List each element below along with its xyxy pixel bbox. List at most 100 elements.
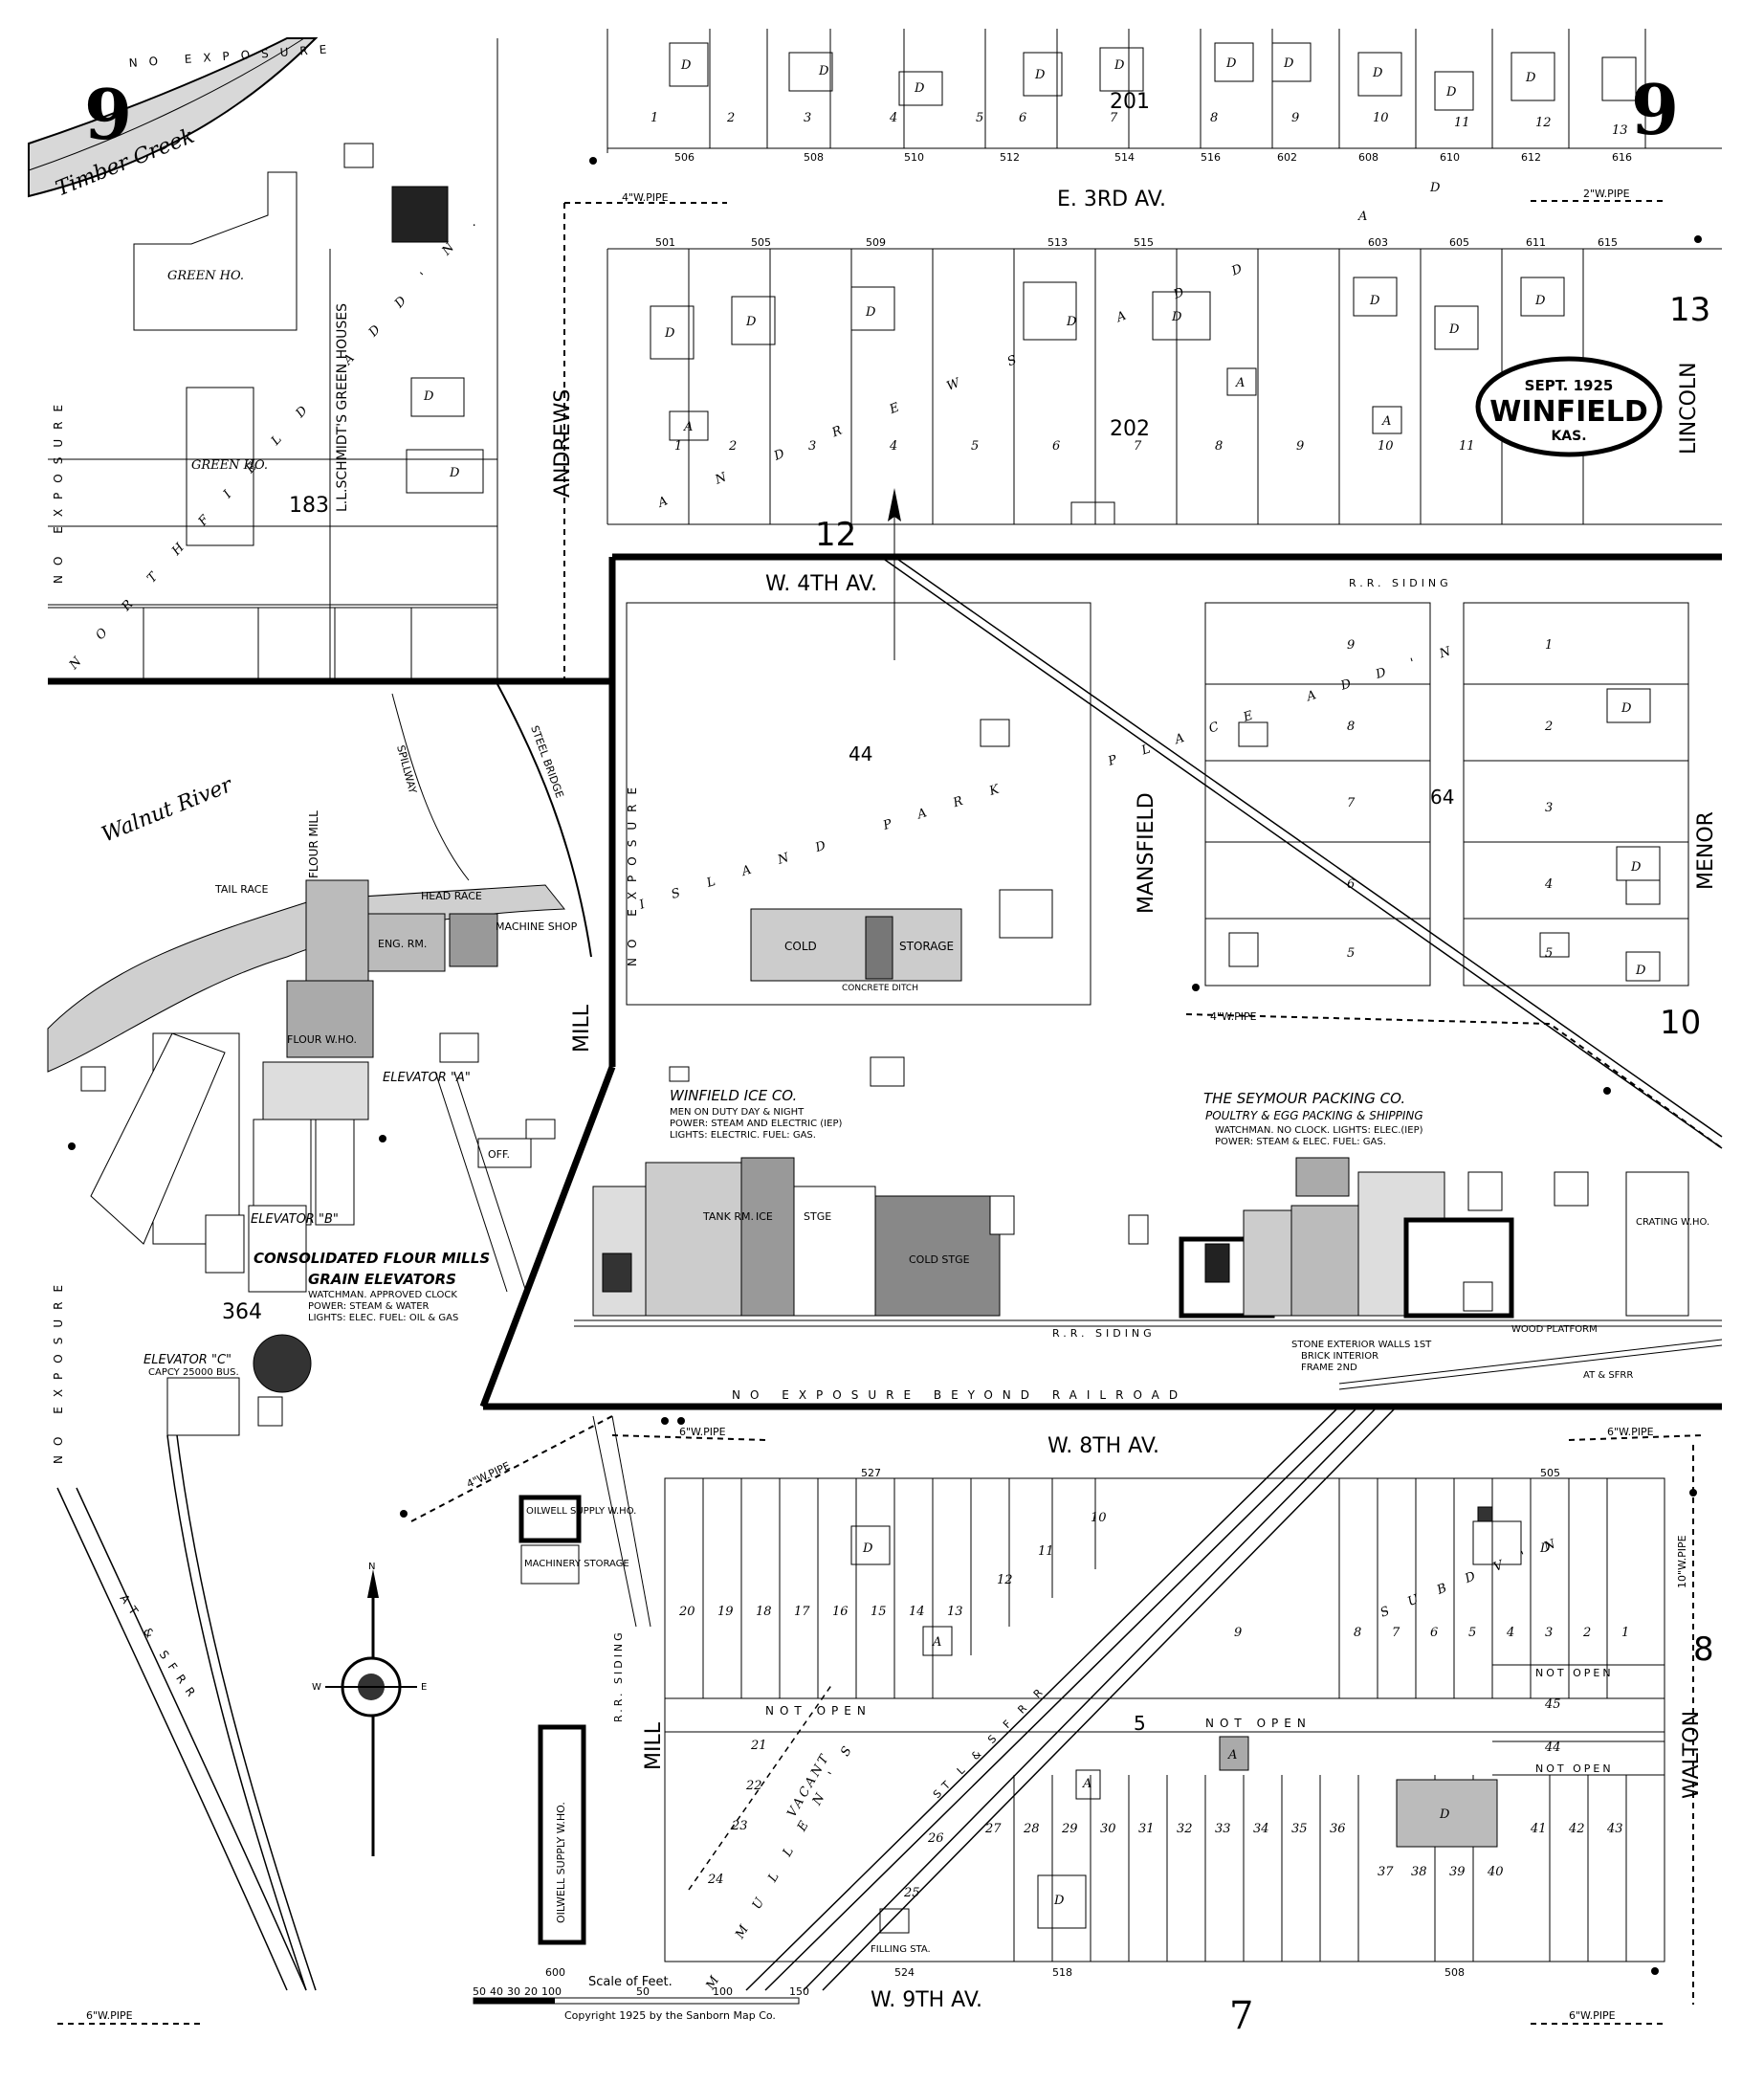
svg-text:513: 513	[1047, 236, 1068, 249]
svg-text:W: W	[312, 1682, 321, 1693]
svg-text:30: 30	[1100, 1822, 1116, 1836]
svg-text:WINFIELD: WINFIELD	[1489, 395, 1648, 429]
block-201-lots	[669, 29, 1646, 148]
elevator-c-capacity: CAPCY 25000 BUS.	[148, 1367, 239, 1378]
svg-text:21: 21	[750, 1739, 767, 1753]
cold-storage-1: COLD	[784, 940, 817, 953]
svg-text:10: 10	[1378, 439, 1394, 454]
flour-wh-label: FLOUR W.HO.	[287, 1033, 357, 1046]
flour-note-1: WATCHMAN. APPROVED CLOCK	[308, 1290, 457, 1300]
block-201: 201	[1110, 90, 1150, 114]
svg-text:506: 506	[674, 151, 695, 164]
green-ho-label-1: GREEN HO.	[167, 269, 244, 283]
pipe-label-1: 4"W.PIPE	[622, 191, 669, 204]
svg-text:6: 6	[1052, 439, 1060, 454]
top-addresses: 506 508 510 512 514 516 602 608 610 612 …	[674, 151, 1632, 164]
svg-text:3: 3	[1545, 1626, 1553, 1640]
svg-text:37: 37	[1378, 1865, 1394, 1879]
svg-text:608: 608	[1358, 151, 1378, 164]
svg-text:40: 40	[490, 1985, 503, 1998]
hydrants	[68, 157, 1702, 1975]
street-mansfield: MANSFIELD	[1135, 792, 1158, 914]
rr-siding-mid: R.R. SIDING	[1052, 1327, 1156, 1340]
svg-text:518: 518	[1052, 1966, 1072, 1979]
svg-text:D: D	[1448, 322, 1460, 337]
eng-rm-label: ENG. RM.	[378, 938, 427, 950]
greenhouses-label: L.L.SCHMIDT'S GREEN HOUSES	[335, 303, 350, 512]
svg-text:D: D	[1439, 1807, 1450, 1822]
svg-text:D: D	[1053, 1894, 1065, 1908]
svg-text:14: 14	[909, 1605, 925, 1619]
svg-text:D: D	[818, 64, 829, 78]
svg-text:9: 9	[1234, 1626, 1242, 1640]
svg-text:600: 600	[545, 1966, 565, 1979]
svg-text:40: 40	[1487, 1865, 1504, 1879]
svg-text:8: 8	[1347, 720, 1355, 734]
svg-text:A: A	[1082, 1777, 1091, 1791]
mid-lot-numbers: 1 2 3 4 5 6 7 8 9 10 11	[674, 439, 1475, 454]
pipe-label-3: 4"W.PIPE	[1210, 1010, 1257, 1023]
street-menor: MENOR	[1694, 811, 1718, 890]
svg-text:35: 35	[1291, 1822, 1308, 1836]
svg-text:5: 5	[976, 111, 983, 125]
grain-elevators-label: GRAIN ELEVATORS	[308, 1271, 456, 1288]
elevator-c-label: ELEVATOR "C"	[143, 1353, 232, 1367]
svg-text:6: 6	[1430, 1626, 1438, 1640]
mid-addresses: 501 505 509 513 515 603 605 611 615	[655, 236, 1618, 249]
rr-siding-lower: R.R. SIDING	[612, 1630, 625, 1722]
svg-text:2: 2	[1582, 1626, 1591, 1640]
not-open-1: NOT OPEN	[765, 1704, 871, 1718]
cold-stge-label: COLD STGE	[909, 1253, 970, 1266]
svg-text:Copyright 1925 by the Sanborn: Copyright 1925 by the Sanborn Map Co.	[564, 2009, 776, 2022]
svg-text:D: D	[745, 315, 757, 329]
svg-text:D: D	[1114, 58, 1125, 73]
svg-text:7: 7	[1347, 796, 1356, 810]
adjacent-sheet-8: 8	[1693, 1630, 1714, 1669]
pipe-label-9: 6"W.PIPE	[1569, 2009, 1616, 2022]
svg-text:527: 527	[861, 1467, 881, 1479]
pipe-label-2: 2"W.PIPE	[1583, 188, 1630, 200]
addn-andrews-d1: A	[1357, 210, 1367, 224]
svg-text:611: 611	[1526, 236, 1546, 249]
block-183: 183	[289, 494, 329, 518]
frisco-railroad	[688, 1406, 1398, 1991]
svg-text:SEPT. 1925: SEPT. 1925	[1525, 377, 1614, 394]
svg-text:8: 8	[1210, 111, 1218, 125]
block-364: 364	[222, 1300, 262, 1324]
svg-text:50: 50	[636, 1985, 650, 1998]
block-202-lots	[650, 249, 1584, 525]
top-lot-numbers: 1 2 3 4 5 6 7 8 9 10 11 12 13	[650, 111, 1628, 138]
addn-andrews-d2: D	[1429, 181, 1441, 195]
svg-text:10: 10	[1091, 1511, 1107, 1525]
cold-storage-2: STORAGE	[899, 940, 954, 953]
ice-co-label: WINFIELD ICE CO.	[670, 1087, 797, 1104]
svg-text:15: 15	[871, 1605, 887, 1619]
svg-text:1: 1	[1545, 638, 1553, 653]
svg-text:20: 20	[678, 1605, 695, 1619]
street-lincoln: LINCOLN	[1677, 362, 1701, 454]
oilwell-label-2: OILWELL SUPPLY W.HO.	[555, 1802, 567, 1923]
sheet-number-left: 9	[84, 74, 132, 155]
svg-text:11: 11	[1459, 439, 1475, 454]
svg-text:D: D	[1635, 964, 1646, 978]
svg-text:5: 5	[1347, 946, 1355, 961]
svg-text:D: D	[1369, 294, 1380, 308]
compass-rose: N W E	[312, 1562, 427, 1856]
svg-text:28: 28	[1023, 1822, 1040, 1836]
elevator-b-label: ELEVATOR "B"	[251, 1212, 339, 1227]
svg-text:10: 10	[541, 1985, 555, 1998]
svg-text:4: 4	[889, 439, 897, 454]
svg-text:9: 9	[1291, 111, 1299, 125]
svg-text:19: 19	[717, 1605, 734, 1619]
tail-race-label: TAIL RACE	[214, 883, 268, 896]
svg-text:603: 603	[1368, 236, 1388, 249]
svg-text:39: 39	[1449, 1865, 1466, 1879]
flour-mill-complex	[80, 879, 556, 1436]
svg-text:510: 510	[904, 151, 924, 164]
filling-sta-label: FILLING STA.	[871, 1944, 931, 1955]
svg-text:610: 610	[1440, 151, 1460, 164]
svg-text:32: 32	[1177, 1822, 1193, 1836]
block-45: 45	[1544, 1697, 1561, 1712]
adjacent-sheet-10: 10	[1660, 1004, 1701, 1042]
